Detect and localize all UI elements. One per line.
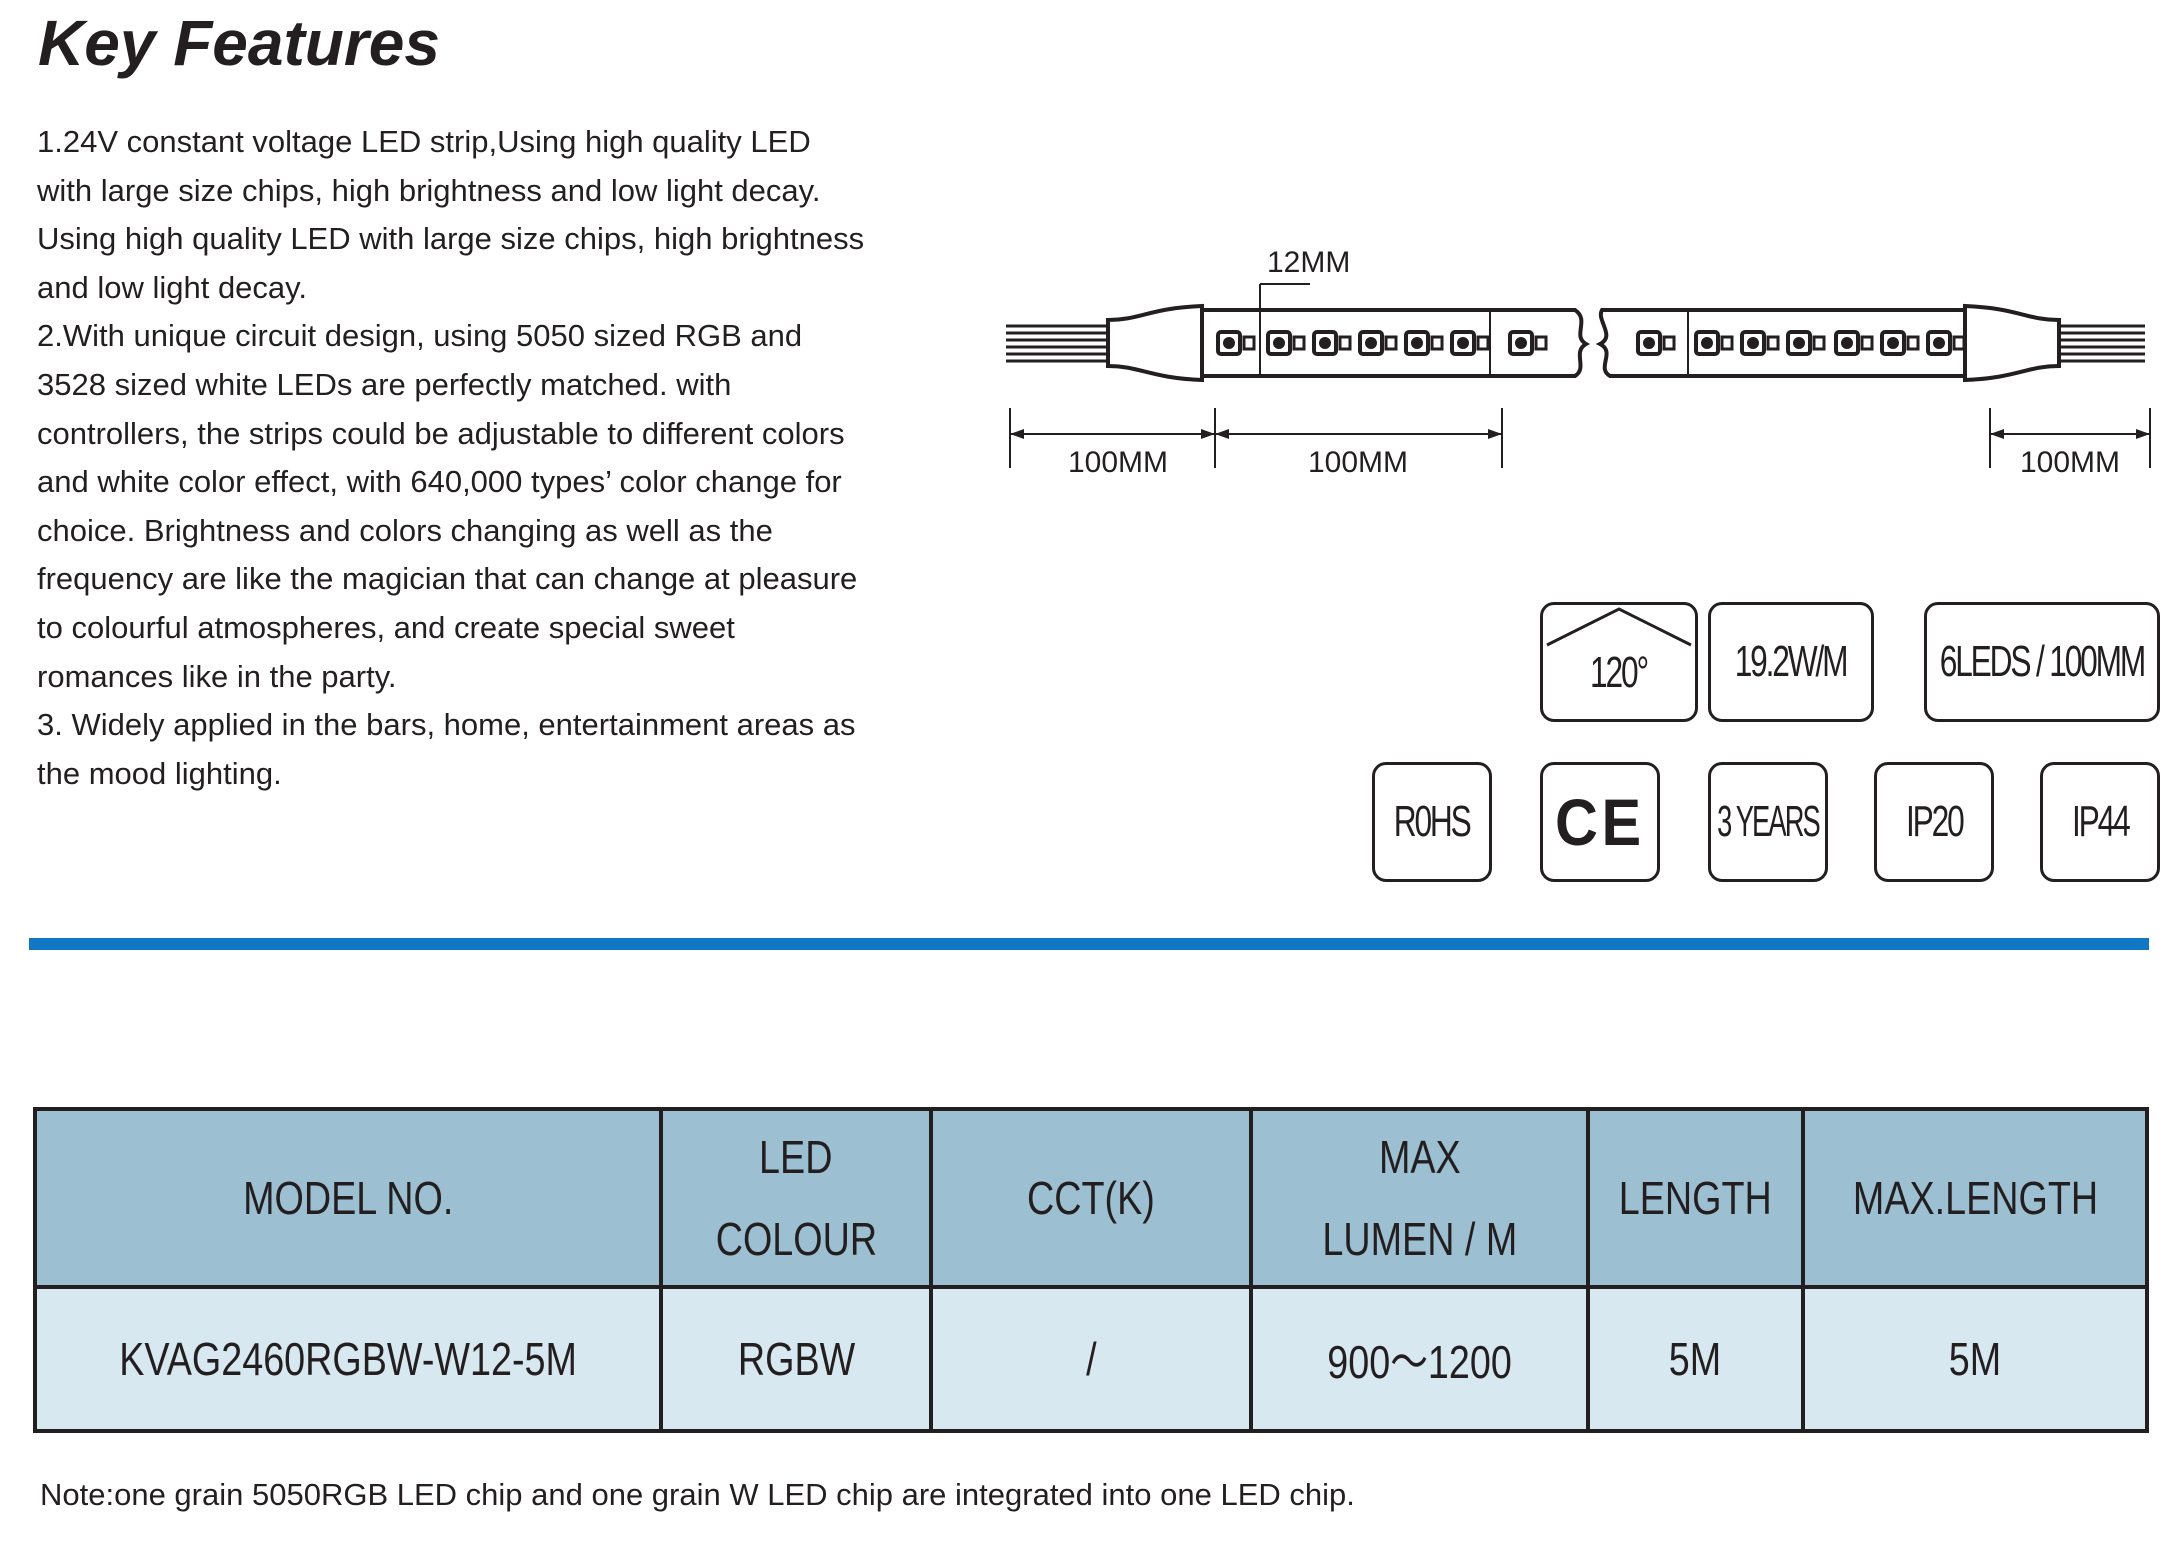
led-strip-diagram: 12MM 100MM 100MM 100MM (1006, 246, 2151, 479)
resistor (1242, 335, 1256, 351)
cell-length: 5M (1585, 1285, 1806, 1433)
led-chip-lens (1411, 337, 1423, 349)
feature-line: frequency are like the magician that can… (37, 561, 858, 597)
feature-line: 2.With unique circuit design, using 5050… (37, 318, 803, 354)
warranty-badge: 3 YEARS (1708, 762, 1828, 882)
resistor (1476, 335, 1490, 351)
strip-left-segment (1200, 308, 1591, 378)
dimension-label-left: 100MM (1068, 446, 1168, 479)
left-connector (1106, 303, 1204, 383)
resistor (1720, 335, 1734, 351)
feature-line: to colourful atmospheres, and create spe… (37, 609, 735, 645)
resistor (1430, 335, 1444, 351)
header-model: MODEL NO. (32, 1107, 664, 1289)
feature-line: with large size chips, high brightness a… (37, 172, 821, 208)
led-chip-lens (1319, 337, 1331, 349)
led-chip-lens (1273, 337, 1285, 349)
right-connector (1963, 303, 2061, 383)
spacing-label: 12MM (1267, 246, 1350, 279)
right-wires (2059, 324, 2145, 363)
feature-line: and low light decay. (37, 269, 307, 305)
beam-angle-badge: 120° (1540, 602, 1698, 722)
section-divider (29, 938, 2149, 950)
dimension-lines (1009, 408, 2151, 468)
page-title: Key Features (38, 7, 440, 79)
led-chip-lens (1933, 337, 1945, 349)
resistor (1534, 335, 1548, 351)
feature-line: choice. Brightness and colors changing a… (37, 512, 773, 548)
led-chips-left (1216, 330, 1548, 356)
cell-lumen: 900～1200 (1249, 1285, 1590, 1433)
ip44-badge: IP44 (2040, 762, 2160, 882)
led-chips-right (1636, 330, 1966, 356)
beam-angle-icon (1546, 607, 1692, 647)
feature-line: 3. Widely applied in the bars, home, ent… (37, 707, 856, 743)
cell-led-colour: RGBW (659, 1285, 933, 1433)
header-max-length: MAX.LENGTH (1801, 1107, 2149, 1289)
resistor (1812, 335, 1826, 351)
feature-line: Using high quality LED with large size c… (37, 221, 865, 257)
resistor (1860, 335, 1874, 351)
resistor (1952, 335, 1966, 351)
feature-line: 1.24V constant voltage LED strip,Using h… (37, 124, 811, 159)
feature-line: and white color effect, with 640,000 typ… (37, 464, 842, 500)
footnote: Note:one grain 5050RGB LED chip and one … (40, 1477, 1355, 1512)
led-chip-lens (1887, 337, 1899, 349)
feature-line: controllers, the strips could be adjusta… (37, 415, 845, 451)
resistor (1662, 335, 1676, 351)
features-text: 1.24V constant voltage LED strip,Using h… (37, 118, 937, 798)
led-chip-lens (1223, 337, 1235, 349)
cell-model: KVAG2460RGBW-W12-5M (32, 1285, 664, 1433)
resistor (1292, 335, 1306, 351)
header-length: LENGTH (1585, 1107, 1806, 1289)
led-chip-lens (1515, 337, 1527, 349)
ce-badge: CE (1540, 762, 1660, 882)
feature-line: the mood lighting. (37, 755, 282, 791)
resistor (1906, 335, 1920, 351)
led-chip-lens (1365, 337, 1377, 349)
feature-line: romances like in the party. (37, 658, 397, 694)
led-chip-lens (1793, 337, 1805, 349)
cell-cct: / (928, 1285, 1254, 1433)
cell-max-length: 5M (1801, 1285, 2149, 1433)
led-chip-lens (1701, 337, 1713, 349)
led-chip-lens (1747, 337, 1759, 349)
ip20-badge: IP20 (1874, 762, 1994, 882)
header-cct: CCT(K) (928, 1107, 1254, 1289)
ce-mark-icon: CE (1555, 785, 1645, 859)
table-row: KVAG2460RGBW-W12-5M RGBW / 900～1200 5M 5… (32, 1285, 2149, 1433)
led-density-badge: 6LEDS / 100MM (1924, 602, 2160, 722)
strip-right-segment (1595, 308, 1967, 378)
resistor (1384, 335, 1398, 351)
resistor (1338, 335, 1352, 351)
left-wires (1006, 324, 1110, 363)
led-chip-lens (1643, 337, 1655, 349)
resistor (1766, 335, 1780, 351)
led-chip-lens (1457, 337, 1469, 349)
led-chip-lens (1841, 337, 1853, 349)
rohs-badge: R0HS (1372, 762, 1492, 882)
dimension-label-middle: 100MM (1308, 446, 1408, 479)
dimension-label-right: 100MM (2020, 446, 2120, 479)
feature-line: 3528 sized white LEDs are perfectly matc… (37, 366, 732, 402)
power-badge: 19.2W/M (1708, 602, 1874, 722)
